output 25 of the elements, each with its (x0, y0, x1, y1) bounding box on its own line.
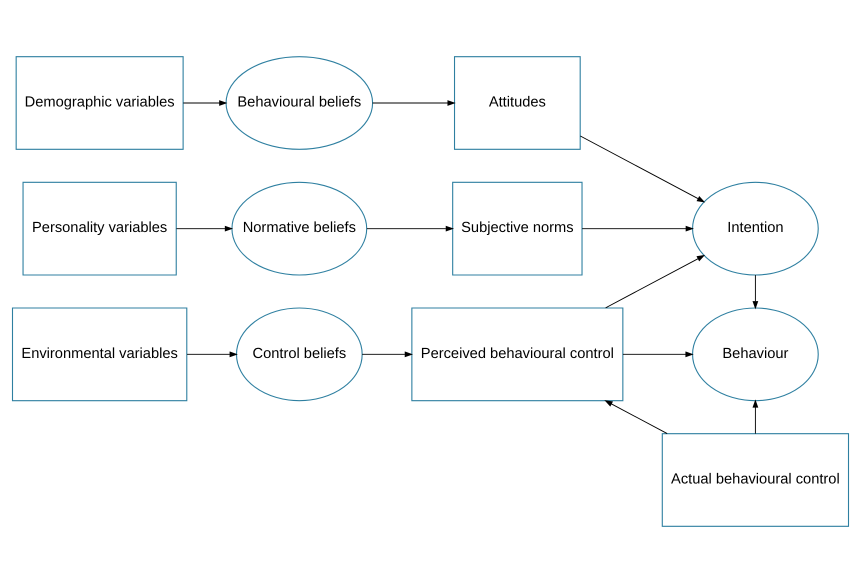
node-ellipse: Behaviour (692, 306, 819, 401)
arrow (622, 350, 694, 357)
arrow (752, 398, 758, 434)
node-ellipse: Control beliefs (236, 306, 363, 401)
arrow (362, 350, 413, 357)
node-box: Perceived behavioural control (411, 306, 624, 401)
arrow (605, 254, 706, 308)
arrow (752, 274, 758, 309)
arrow (176, 225, 234, 232)
node-box: Personality variables (22, 181, 177, 276)
arrow (372, 100, 456, 106)
node-ellipse: Intention (692, 181, 819, 276)
node-ellipse: Normative beliefs (231, 181, 368, 276)
node-box: Actual behavioural control (662, 432, 850, 526)
arrow (604, 400, 668, 434)
node-ellipse: Behavioural beliefs (226, 56, 374, 150)
arrow (182, 100, 228, 106)
arrow (366, 225, 454, 232)
arrow (580, 135, 706, 202)
node-box: Demographic variables (16, 56, 184, 150)
node-box: Attitudes (454, 56, 581, 150)
arrow (186, 350, 238, 357)
node-box: Environmental variables (12, 306, 188, 401)
node-box: Subjective norms (452, 181, 583, 276)
arrow (582, 225, 694, 232)
